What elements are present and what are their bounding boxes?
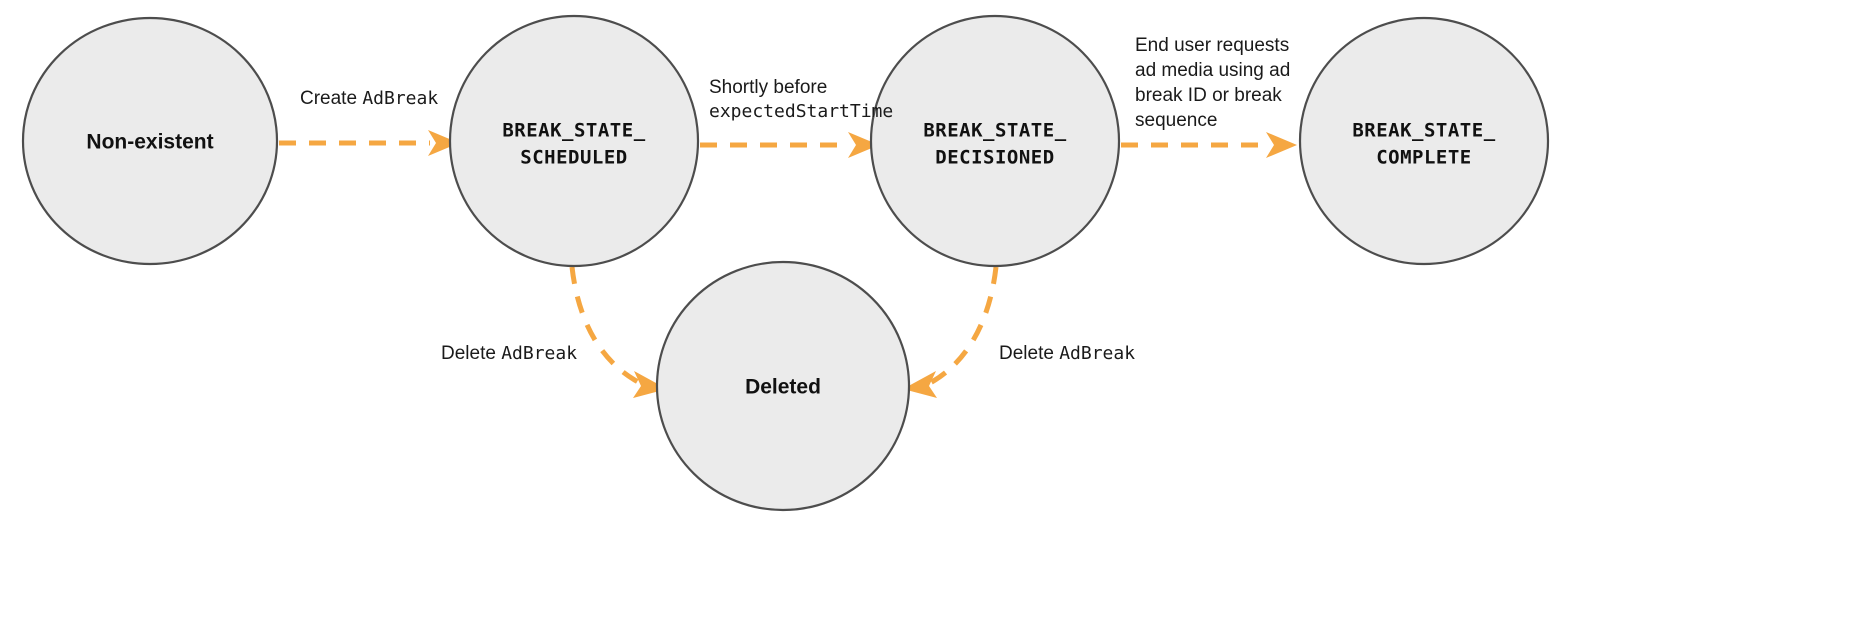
arrow-head-icon [428,130,459,156]
node-label-complete-line1: BREAK_STATE_ [1352,120,1495,142]
node-shape [655,260,911,512]
edge-create-adbreak [279,130,459,156]
edge-label-delete-from-scheduled: Delete AdBreak [441,341,577,366]
edge-label-mono: AdBreak [1059,343,1136,364]
edge-label-prose: Delete [441,343,502,364]
edge-label-shortly-before: Shortly before expectedStartTime [709,75,893,124]
node-deleted[interactable]: Deleted [655,260,911,512]
edge-label-line1: End user requests [1135,35,1290,56]
edge-label-mono: AdBreak [501,343,578,364]
node-shape [869,14,1121,268]
arrow-head-icon [903,371,937,398]
arrow-head-icon [848,132,879,158]
edge-label-mono: AdBreak [362,88,439,109]
node-shape [1298,16,1550,266]
edge-label-line4: sequence [1135,110,1218,132]
node-shape [21,16,279,266]
edge-line [569,266,642,386]
edge-label-line3: break ID or break [1135,85,1282,107]
edge-label-create-adbreak: Create AdBreak [300,86,438,111]
edge-line [928,266,999,386]
node-label-scheduled-line1: BREAK_STATE_ [502,120,645,142]
arrow-head-icon [1266,132,1297,158]
node-label-complete-line2: COMPLETE [1376,147,1472,169]
edge-end-user-requests [1121,132,1297,158]
node-label-decisioned-line2: DECISIONED [935,147,1054,169]
node-label-deleted: Deleted [745,376,821,399]
node-label-scheduled-line2: SCHEDULED [520,147,627,169]
edge-label-line2: ad media using ad [1135,60,1291,82]
edge-label-delete-from-decisioned: Delete AdBreak [999,341,1135,366]
edge-label-line2: expectedStartTime [709,101,894,123]
edge-label-end-user-requests: End user requests ad media using ad break … [1135,33,1290,133]
node-non-existent[interactable]: Non-existent [21,16,279,266]
node-label-decisioned-line1: BREAK_STATE_ [923,120,1066,142]
node-break-state-scheduled[interactable]: BREAK_STATE_ SCHEDULED [448,14,700,268]
node-label-non-existent: Non-existent [86,131,213,154]
edge-label-line1: Shortly before [709,77,828,98]
node-break-state-complete[interactable]: BREAK_STATE_ COMPLETE [1298,16,1550,266]
node-break-state-decisioned[interactable]: BREAK_STATE_ DECISIONED [869,14,1121,268]
edge-label-prose: Delete [999,343,1060,364]
edge-delete-from-scheduled [569,266,667,398]
node-shape [448,14,700,268]
edge-delete-from-decisioned [903,266,999,398]
edge-shortly-before [700,132,879,158]
edge-label-prose: Create [300,88,363,109]
